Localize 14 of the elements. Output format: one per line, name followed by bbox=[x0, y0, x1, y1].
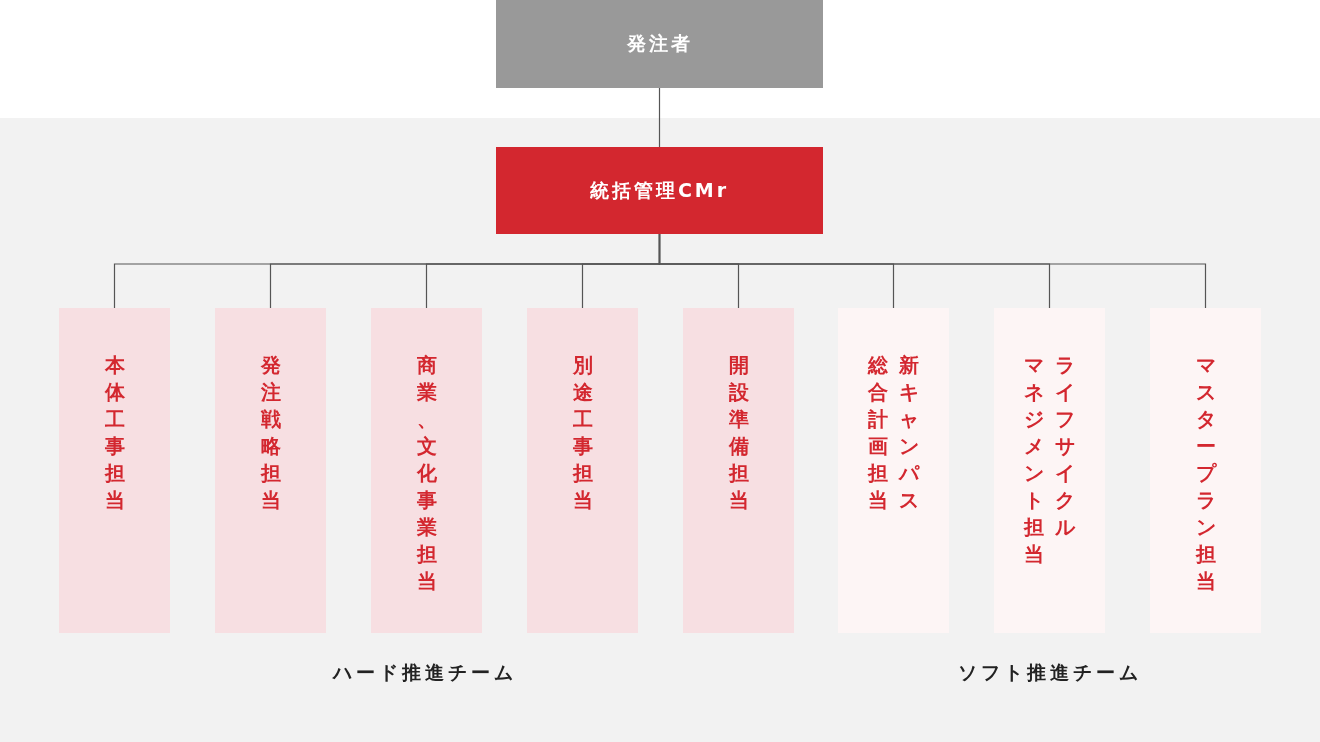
client-box: 発注者 bbox=[496, 0, 823, 88]
manager-box: 統括管理CMr bbox=[496, 147, 823, 234]
connector-line bbox=[658, 87, 661, 148]
role-box: ライフサイクルマネジメント担当 bbox=[994, 308, 1105, 633]
team-label: ソフト推進チーム bbox=[958, 660, 1142, 685]
role-box: 本体工事担当 bbox=[59, 308, 170, 633]
connector-line bbox=[658, 233, 1207, 309]
role-box: 発注戦略担当 bbox=[215, 308, 326, 633]
role-box: マスタープラン担当 bbox=[1150, 308, 1261, 633]
team-label: ハード推進チーム bbox=[333, 660, 517, 685]
role-box: 新キャンパス総合計画担当 bbox=[838, 308, 949, 633]
role-box: 開設準備担当 bbox=[683, 308, 794, 633]
role-box: 商業、文化事業担当 bbox=[371, 308, 482, 633]
role-box: 別途工事担当 bbox=[527, 308, 638, 633]
